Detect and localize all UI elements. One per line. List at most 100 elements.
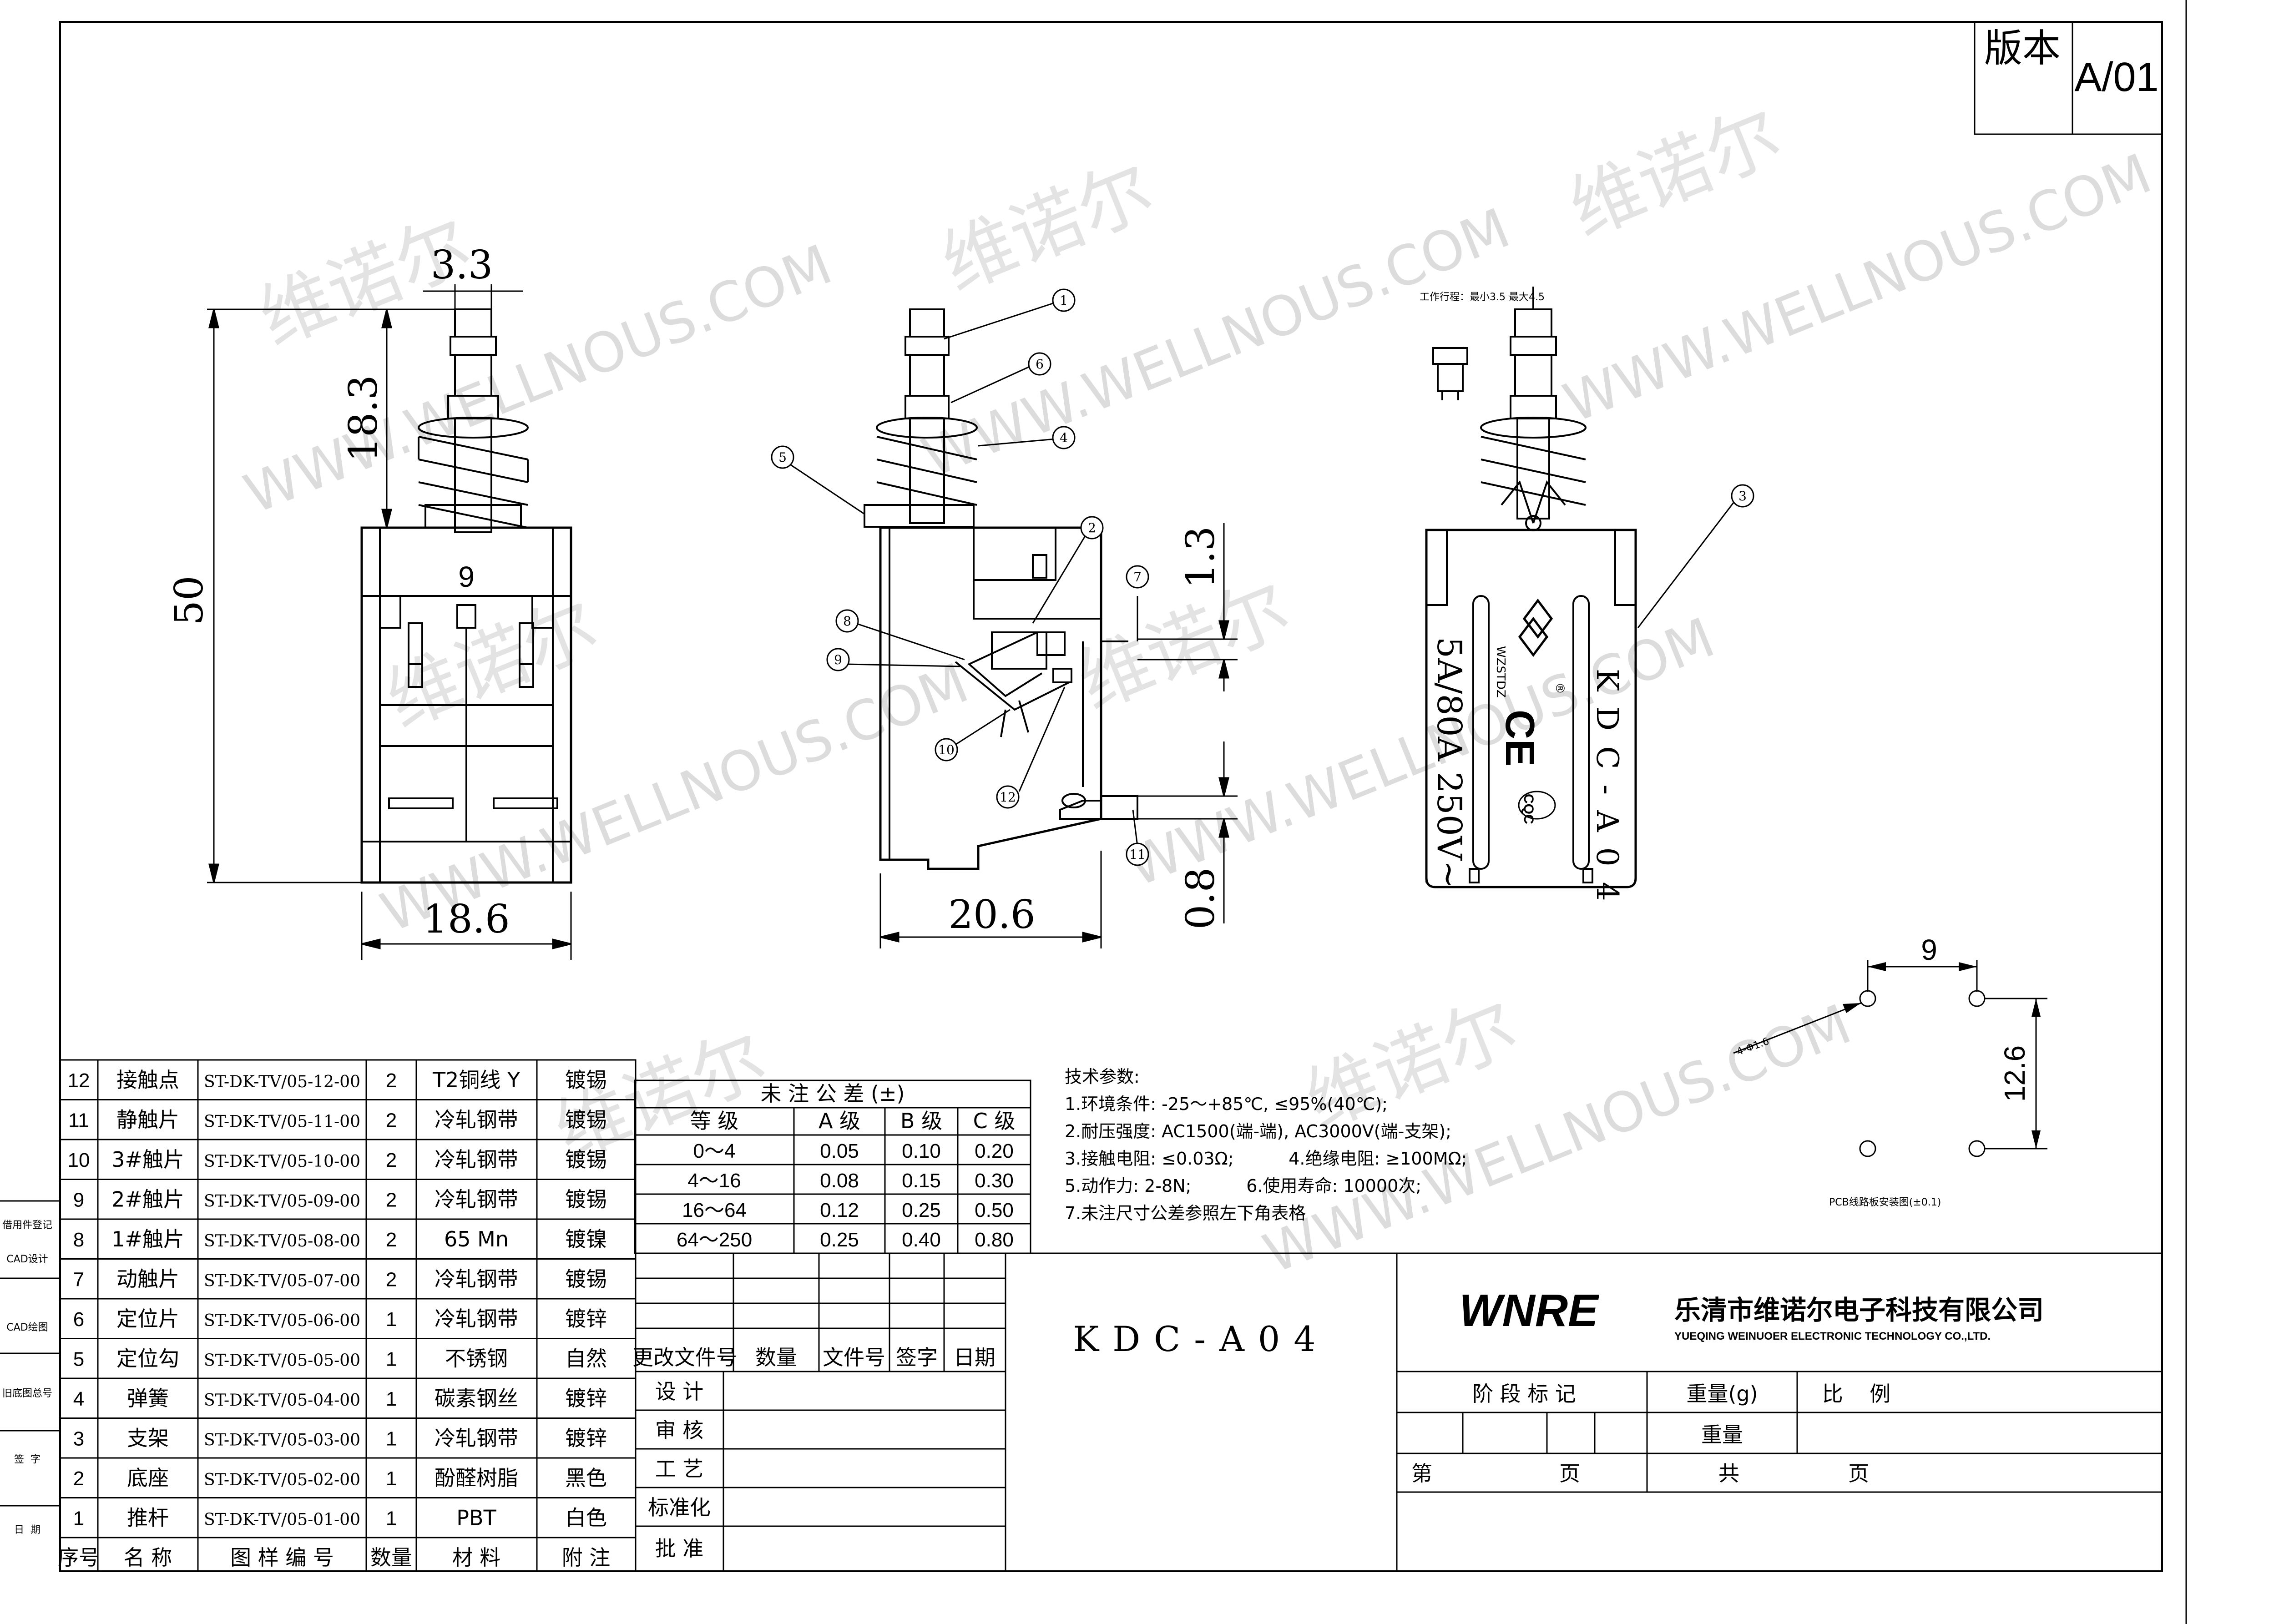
stroke-note: 工作行程：最小3.5 最大4.5 [1420,292,1545,303]
dim-front-inner-width: 9 [458,560,475,593]
switch-body [360,526,572,884]
tolerance-cell: 0.10 [902,1140,941,1162]
bom-cell: 镀锡 [565,1187,607,1212]
bom-cell: 2#触片 [111,1187,184,1212]
tech-line: 2.耐压强度: AC1500(端-端), AC3000V(端-支架); [1065,1121,1451,1141]
side-label: 旧底图总号 [2,1388,52,1399]
callout-3: 3 [1738,489,1747,504]
tolerance-header: 等 级 [690,1109,739,1133]
dim-side-gap-top: 1.3 [1178,526,1223,589]
tolerance-cell: 0.40 [902,1229,941,1251]
tolerance-title: 未 注 公 差 (±) [761,1081,905,1106]
model-marking: KDC-A04 [1590,669,1625,917]
weight-label: 重量 [1701,1422,1743,1447]
change-header: 签字 [896,1345,938,1370]
tolerance-cell: 0.25 [902,1199,941,1221]
tolerance-header: A 级 [819,1109,860,1133]
bom-cell: 动触片 [116,1267,179,1291]
revision-label: 版本 [1984,26,2061,71]
bom-cell: 镀锡 [565,1068,607,1092]
bom-cell: 3#触片 [111,1147,184,1172]
tolerance-cell: 0.80 [975,1229,1014,1251]
tolerance-cell: 0.15 [902,1170,941,1192]
bom-cell: 2 [386,1069,397,1092]
dim-front-top-width: 3.3 [431,242,493,288]
bom-cell: ST-DK-TV/05-01-00 [204,1511,360,1529]
bom-cell: 镀锡 [565,1108,607,1132]
bom-header: 名 称 [124,1545,172,1570]
bom-cell: 镀锌 [565,1306,607,1331]
bom-cell: 1 [386,1468,397,1490]
bom-cell: 1 [386,1348,397,1371]
tolerance-header: B 级 [900,1109,942,1133]
role-label: 设 计 [655,1379,704,1404]
bom-grid [59,1059,637,1572]
pcb-caption: PCB线路板安装图(±0.1) [1829,1197,1941,1208]
tech-line: 3.接触电阻: ≤0.03Ω; 4.绝缘电阻: ≥100MΩ; [1065,1149,1467,1169]
callout-4: 4 [1060,430,1068,445]
role-label: 标准化 [648,1495,711,1520]
bom-cell: ST-DK-TV/05-02-00 [204,1471,360,1489]
bom-cell: 支架 [127,1426,169,1451]
bom-header: 数量 [370,1545,412,1570]
bom-cell: 定位勾 [116,1347,179,1371]
scale-label: 比 例 [1822,1382,1891,1406]
bom-cell: 2 [73,1468,84,1490]
weight-g-label: 重量(g) [1686,1382,1758,1406]
bom-cell: 1 [386,1308,397,1331]
title-block-grid [1006,1252,2162,1571]
brand-symbol [1518,598,1553,657]
bom-cell: ST-DK-TV/05-05-00 [204,1352,360,1370]
bom-cell: 弹簧 [127,1386,169,1411]
side-body [879,526,1102,870]
bom-cell: 2 [386,1189,397,1211]
bom-cell: 静触片 [116,1108,179,1132]
tolerance-cell: 0.20 [975,1140,1014,1162]
rating-text: 5A/80A 250V~ [1430,637,1469,888]
cqc-mark: CQC [1521,794,1536,824]
tolerance-cell: 0.30 [975,1170,1014,1192]
bom-cell: 冷轧钢带 [435,1267,518,1291]
bom-cell: 4 [73,1388,84,1410]
tech-line: 5.动作力: 2-8N; 6.使用寿命: 10000次; [1065,1176,1421,1196]
side-dimensions [879,523,1238,948]
tolerance-cell: 0.25 [820,1229,859,1251]
revision-value: A/01 [2074,55,2158,100]
brand-code: WZSTDZ [1494,646,1507,698]
bom-cell: 65 Mn [444,1227,509,1251]
bom-cell: 2 [386,1269,397,1291]
dim-side-gap-bottom: 0.8 [1178,867,1223,930]
bom-cell: ST-DK-TV/05-03-00 [204,1431,360,1450]
side-button-cap [909,308,945,338]
bom-cell: 2 [386,1149,397,1171]
callout-circles [771,288,1754,866]
bom-cell: 黑色 [565,1466,607,1490]
change-header: 日期 [954,1345,996,1370]
bom-cell: 冷轧钢带 [435,1147,518,1172]
callout-9: 9 [834,652,842,667]
bom-header: 附 注 [562,1545,611,1570]
role-label: 审 核 [655,1418,704,1442]
bom-cell: 冷轧钢带 [435,1108,518,1132]
bom-cell: 底座 [127,1466,169,1490]
bom-cell: 1#触片 [111,1227,184,1251]
watermark-brand: 维诺尔 [1294,983,1528,1144]
front-dimensions [207,284,572,960]
callout-7: 7 [1133,570,1142,585]
ce-mark: CE [1497,710,1542,767]
bom-cell: 5 [73,1348,84,1371]
callout-12: 12 [1000,790,1016,805]
bom-cell: 镀锡 [565,1267,607,1291]
callout-1: 1 [1060,293,1068,308]
sheet-unit-label: 页 [1559,1461,1580,1486]
bom-cell: 冷轧钢带 [435,1426,518,1451]
bom-cell: 9 [73,1189,84,1211]
watermark-brand: 维诺尔 [930,146,1164,307]
tolerance-cell: 0.12 [820,1199,859,1221]
bom-cell: 7 [73,1269,84,1291]
drawing-name: KDC-A04 [1073,1319,1329,1359]
rear-leader [1637,502,1734,628]
